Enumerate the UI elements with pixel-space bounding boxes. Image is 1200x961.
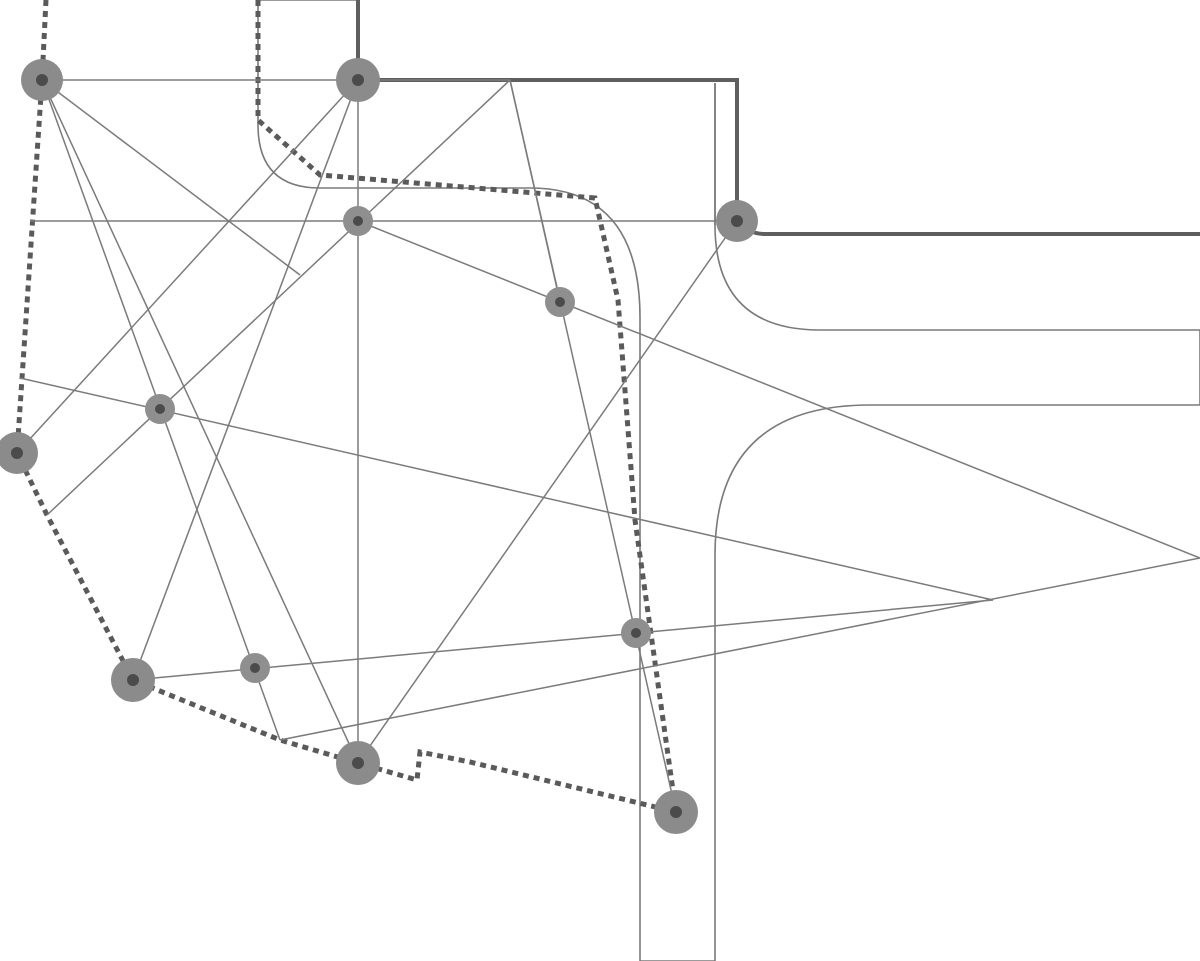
node-large	[336, 741, 380, 785]
sight-line	[46, 79, 511, 516]
node-large	[111, 658, 155, 702]
boundary-thick-line	[356, 0, 1200, 236]
sight-line	[358, 79, 561, 303]
dotted-path-group	[14, 0, 679, 815]
property-boundary	[356, 0, 1200, 236]
sight-line	[19, 377, 994, 601]
nodes	[0, 58, 758, 834]
node-large	[21, 59, 63, 101]
road-outline-vertical-band	[640, 83, 1200, 961]
node-small	[545, 287, 575, 317]
sight-lines	[16, 79, 1200, 813]
node-small	[240, 653, 270, 683]
node-small	[621, 618, 651, 648]
node-small	[343, 206, 373, 236]
sight-line	[132, 79, 359, 681]
sight-line	[41, 79, 301, 276]
node-large	[716, 200, 758, 242]
sight-line	[357, 220, 738, 764]
dotted-path-right	[255, 0, 679, 813]
sight-line	[279, 557, 1200, 741]
road-outline-central-curve	[257, 0, 641, 961]
node-large	[336, 58, 380, 102]
sight-line	[132, 599, 994, 681]
sight-line	[509, 79, 677, 813]
sight-line	[41, 79, 359, 764]
road-outlines	[257, 0, 1200, 961]
sight-line	[357, 220, 1200, 559]
node-large	[654, 790, 698, 834]
node-small	[145, 394, 175, 424]
node-large	[0, 432, 38, 474]
